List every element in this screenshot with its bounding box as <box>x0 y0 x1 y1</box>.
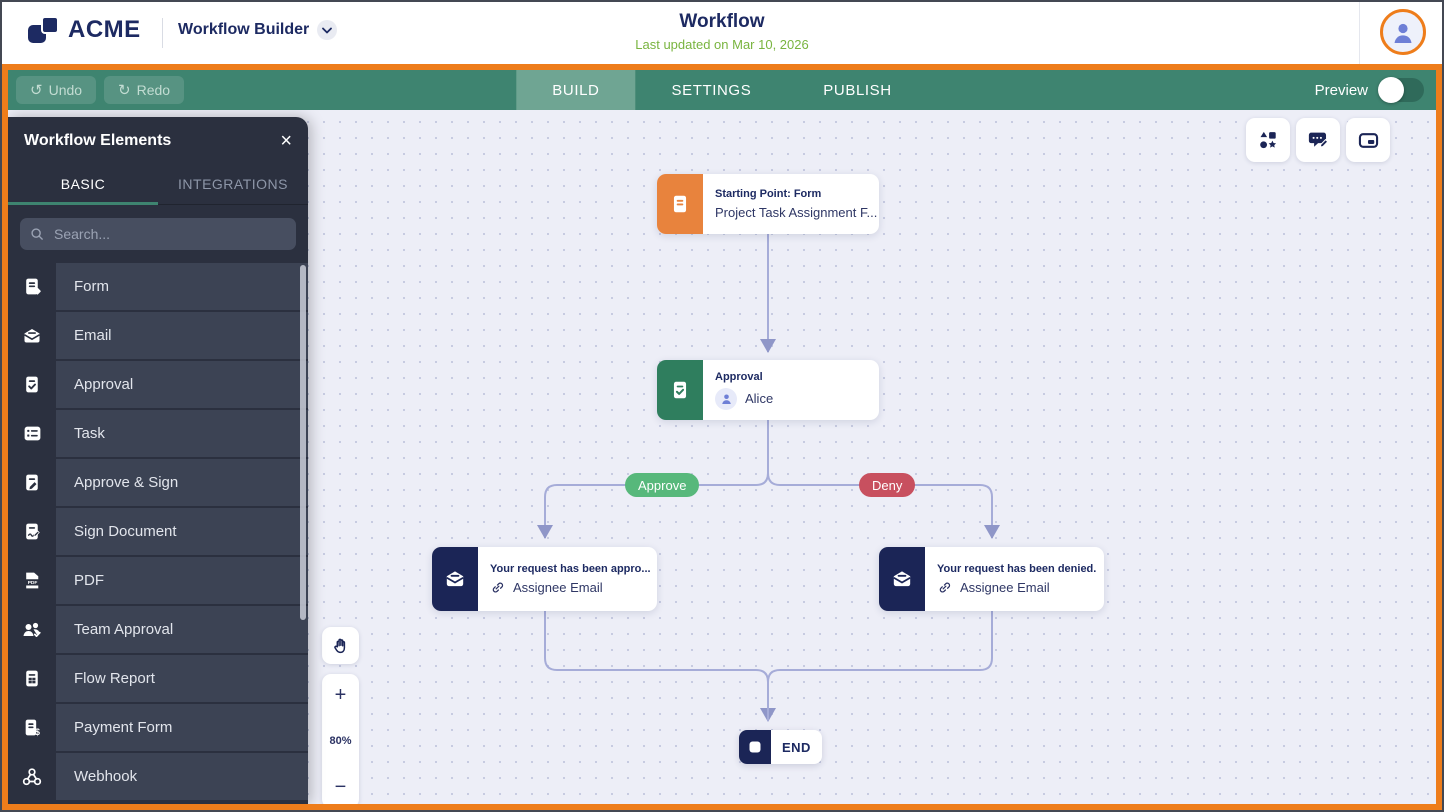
node-email-approved[interactable]: Your request has been appro... Assignee … <box>432 547 657 611</box>
layout-panel-button[interactable] <box>1346 118 1390 162</box>
product-switcher[interactable]: Workflow Builder <box>178 20 338 40</box>
product-name: Workflow Builder <box>178 21 310 38</box>
tab-integrations[interactable]: INTEGRATIONS <box>178 176 288 192</box>
node-end[interactable]: END <box>739 730 822 764</box>
palette-item-payment-form[interactable]: $ Payment Form <box>8 704 308 751</box>
tab-build[interactable]: BUILD <box>516 70 636 110</box>
tab-publish[interactable]: PUBLISH <box>823 81 892 99</box>
node-start-form[interactable]: Starting Point: Form Project Task Assign… <box>657 174 879 234</box>
builder-frame: ↺ Undo ↻ Redo BUILD SETTINGS PUBLISH Pre… <box>2 64 1442 810</box>
svg-text:PDF: PDF <box>27 580 37 586</box>
svg-text:$: $ <box>34 727 39 737</box>
link-icon <box>939 582 951 593</box>
pdf-icon: PDF <box>8 557 56 604</box>
email-icon <box>879 547 925 611</box>
palette-item-team-approval[interactable]: Team Approval <box>8 606 308 653</box>
comment-edit-icon <box>1308 132 1328 148</box>
preview-toggle[interactable] <box>1378 77 1424 103</box>
page-title: Workflow <box>679 11 765 32</box>
palette-item-sign-document[interactable]: Sign Document <box>8 508 308 555</box>
close-icon[interactable]: × <box>280 129 292 152</box>
zoom-in-button[interactable]: + <box>334 683 347 706</box>
node-subtitle: Assignee Email <box>513 580 603 595</box>
palette-item-approve-sign[interactable]: Approve & Sign <box>8 459 308 506</box>
zoom-level: 80% <box>329 735 352 747</box>
branch-label-approve[interactable]: Approve <box>625 473 700 497</box>
user-avatar[interactable] <box>1380 9 1426 55</box>
undo-icon: ↺ <box>30 81 43 99</box>
preview-label: Preview <box>1314 81 1368 99</box>
search-input[interactable] <box>52 225 286 243</box>
comments-button[interactable] <box>1296 118 1340 162</box>
team-approval-icon <box>8 606 56 653</box>
person-icon <box>1394 23 1412 43</box>
brand-logo: ACME <box>26 13 141 47</box>
palette-item-webhook[interactable]: Webhook <box>8 753 308 800</box>
form-icon <box>8 263 56 310</box>
header-divider-right <box>1359 2 1360 64</box>
assignee-name: Alice <box>745 391 774 406</box>
node-title: Starting Point: Form <box>715 188 822 200</box>
tab-basic[interactable]: BASIC <box>8 164 158 205</box>
node-subtitle: Project Task Assignment F... <box>715 205 878 220</box>
palette-item-form[interactable]: Form <box>8 263 308 310</box>
form-icon <box>657 174 703 234</box>
flow-report-icon <box>8 655 56 702</box>
stop-icon <box>739 730 771 764</box>
approval-icon <box>8 361 56 408</box>
zoom-out-button[interactable]: − <box>334 775 347 798</box>
node-title: Your request has been appro... <box>490 563 651 575</box>
sign-document-icon <box>8 508 56 555</box>
palette-search[interactable] <box>20 218 296 250</box>
zoom-controls: + 80% − <box>322 674 359 804</box>
header-divider <box>162 18 163 48</box>
node-title: Approval <box>715 370 763 383</box>
pan-tool-button[interactable] <box>322 627 359 664</box>
node-title: Your request has been denied. <box>937 563 1097 575</box>
last-updated-text: Last updated on Mar 10, 2026 <box>635 37 809 52</box>
undo-label: Undo <box>48 82 83 98</box>
node-subtitle: Assignee Email <box>960 580 1050 595</box>
acme-logo-icon <box>26 13 60 47</box>
toggle-knob <box>1378 77 1404 103</box>
link-icon <box>492 582 504 593</box>
chevron-down-icon[interactable] <box>317 20 338 40</box>
panel-title: Workflow Elements <box>24 131 172 149</box>
redo-button[interactable]: ↻ Redo <box>104 76 185 104</box>
shapes-panel-button[interactable] <box>1246 118 1290 162</box>
task-icon <box>8 410 56 457</box>
palette-item-task[interactable]: Task <box>8 410 308 457</box>
approval-icon <box>657 360 703 420</box>
webhook-icon <box>8 753 56 800</box>
node-email-denied[interactable]: Your request has been denied. Assignee E… <box>879 547 1104 611</box>
redo-label: Redo <box>136 82 171 98</box>
palette-list: Form Email Approval <box>8 263 308 800</box>
search-icon <box>31 228 43 240</box>
assignee-avatar <box>715 387 737 410</box>
hand-icon <box>333 638 345 653</box>
layout-icon <box>1358 132 1378 148</box>
builder-tabs: BUILD SETTINGS PUBLISH <box>516 70 927 110</box>
builder-toolbar: ↺ Undo ↻ Redo BUILD SETTINGS PUBLISH Pre… <box>8 70 1436 110</box>
palette-scrollbar[interactable] <box>300 265 306 620</box>
approve-sign-icon <box>8 459 56 506</box>
palette-item-approval[interactable]: Approval <box>8 361 308 408</box>
payment-form-icon: $ <box>8 704 56 751</box>
email-icon <box>432 547 478 611</box>
end-label: END <box>782 739 811 755</box>
palette-item-pdf[interactable]: PDF PDF <box>8 557 308 604</box>
palette-item-flow-report[interactable]: Flow Report <box>8 655 308 702</box>
workflow-canvas[interactable]: Approve Deny Starting Point: Form Projec… <box>8 110 1436 804</box>
email-icon <box>8 312 56 359</box>
undo-button[interactable]: ↺ Undo <box>16 76 97 104</box>
palette-item-email[interactable]: Email <box>8 312 308 359</box>
tab-settings[interactable]: SETTINGS <box>671 81 752 99</box>
shapes-icon <box>1260 131 1277 149</box>
branch-label-deny[interactable]: Deny <box>859 473 916 497</box>
workflow-elements-panel: Workflow Elements × BASIC INTEGRATIONS <box>8 117 308 804</box>
top-header: ACME Workflow Builder Workflow Last upda… <box>2 2 1442 64</box>
redo-icon: ↻ <box>118 81 131 99</box>
brand-name: ACME <box>68 16 141 43</box>
node-approval[interactable]: Approval Alice <box>657 360 879 420</box>
